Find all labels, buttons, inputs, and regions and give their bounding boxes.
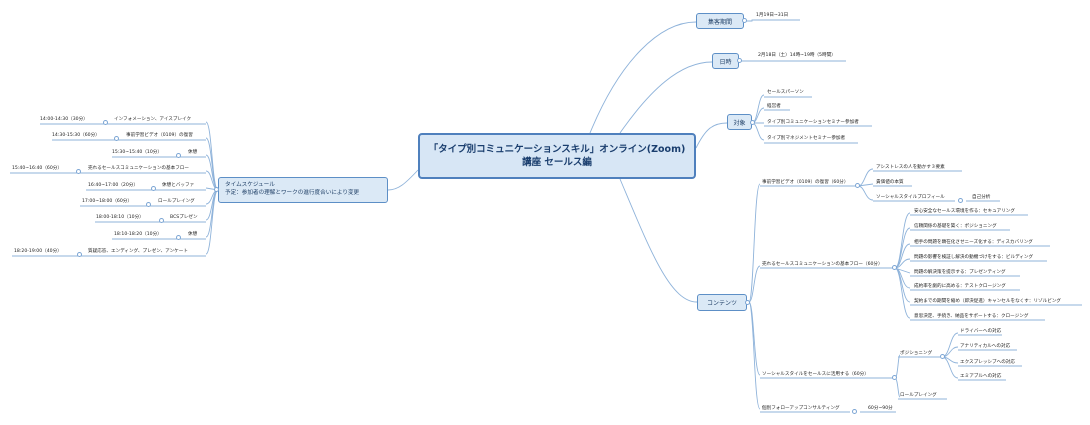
link-period <box>589 21 697 134</box>
link-target-items <box>751 94 765 141</box>
branch-target-label: 対象 <box>733 119 746 127</box>
branch-contents-label: コンテンツ <box>706 300 737 307</box>
link-contents <box>619 178 698 303</box>
link-target <box>695 122 728 149</box>
schedule-time: 14:30-15:30（60分） <box>52 133 100 138</box>
schedule-item: 休憩とバッファ <box>162 183 195 188</box>
collapse-dot[interactable] <box>750 120 755 125</box>
schedule-item: インフォメーション、アイスブレイク <box>114 117 192 122</box>
collapse-dot[interactable] <box>737 58 742 63</box>
c3-positioning: ポジショニング <box>900 351 933 356</box>
collapse-dot[interactable] <box>855 183 860 188</box>
target-item: タイプ別コミュニケーションセミナー参加者 <box>767 120 859 125</box>
c2-item: 意思決定、手続き、納品をサポートする：クロージング <box>914 314 1029 319</box>
collapse-dot[interactable] <box>892 265 897 270</box>
link-period-value <box>744 19 800 22</box>
collapse-dot[interactable] <box>103 120 108 125</box>
branch-date-label: 日時 <box>719 58 732 66</box>
collapse-dot[interactable] <box>214 187 219 192</box>
collapse-dot[interactable] <box>892 375 897 380</box>
schedule-item: 休憩 <box>188 232 198 237</box>
c2-item: 安心安全なセールス環境を作る：セキュアリング <box>914 209 1015 214</box>
date-value: 2月18日（土）14時~19時（5時間） <box>758 53 836 58</box>
collapse-dot[interactable] <box>114 136 119 141</box>
schedule-time: 18:00-18:10（10分） <box>96 215 144 220</box>
schedule-item: 事前学習ビデオ（0109）の復習 <box>126 133 193 138</box>
target-item: タイプ別マネジメントセミナー参加者 <box>767 136 846 141</box>
schedule-note: 予定：参加者の理解とワークの進行度合いにより変更 <box>225 190 360 196</box>
collapse-dot[interactable] <box>146 202 151 207</box>
collapse-dot[interactable] <box>958 198 963 203</box>
collapse-dot[interactable] <box>940 354 945 359</box>
schedule-item: 休憩 <box>188 150 198 155</box>
schedule-time: 18:20-19:00（40分） <box>14 249 62 254</box>
c2-item: 信頼関係の基礎を築く：ポジショニング <box>914 224 997 229</box>
c1-item: 貴価値の本質 <box>876 180 904 185</box>
schedule-time: 16:40~17:00（20分） <box>88 183 138 188</box>
collapse-dot[interactable] <box>852 409 857 414</box>
schedule-time: 14:00-14:30（30分） <box>40 117 88 122</box>
root-title-line1: 「タイプ別コミュニケーションスキル」オンライン(Zoom) <box>428 144 686 155</box>
collapse-dot[interactable] <box>159 218 164 223</box>
collapse-dot[interactable] <box>77 252 82 257</box>
c2-item: 相手の問題を顕在化させニーズ化する：ディスカバリング <box>914 240 1033 245</box>
contents-c2-label: 売れるセールスコミュニケーションの基本フロー（60分） <box>762 262 883 267</box>
period-value: 1月19日~31日 <box>756 13 789 18</box>
contents-c3-label: ソーシャルスタイルをセールスに活用する（60分） <box>762 372 869 377</box>
c2-item: 契約までの期間を縮め（即決促進）キャンセルをなくす：リゾルビング <box>914 299 1062 304</box>
collapse-dot[interactable] <box>745 300 750 305</box>
c3-pos-item: エミアブルへの対応 <box>960 374 1002 379</box>
c1-item: ソーシャルスタイルプロフィール <box>876 195 945 200</box>
schedule-item: ロールプレイング <box>158 199 195 204</box>
link-schedule <box>387 169 419 191</box>
schedule-item: BCSプレゼン <box>170 215 198 220</box>
c1-sub: 自己分析 <box>972 195 991 200</box>
schedule-time: 15:40~16:40（60分） <box>12 166 62 171</box>
collapse-dot[interactable] <box>76 169 81 174</box>
branch-target[interactable]: 対象 <box>727 114 752 130</box>
schedule-time: 18:10-18:20（10分） <box>114 232 162 237</box>
schedule-item: 質疑応答、エンディング、プレゼン、アンケート <box>88 249 188 254</box>
root-topic[interactable]: 「タイプ別コミュニケーションスキル」オンライン(Zoom) 講座 セールス編 <box>418 133 696 179</box>
collapse-dot[interactable] <box>176 235 181 240</box>
schedule-time: 15:30~15:40（10分） <box>112 150 162 155</box>
collapse-dot[interactable] <box>151 186 156 191</box>
root-title-line2: 講座 セールス編 <box>522 157 592 168</box>
branch-schedule[interactable]: タイムスケジュール 予定：参加者の理解とワークの進行度合いにより変更 <box>218 177 388 203</box>
branch-date[interactable]: 日時 <box>712 53 739 69</box>
target-item: セールスパーソン <box>767 90 804 95</box>
contents-c1-label: 事前学習ビデオ（0109）の復習（60分） <box>762 180 849 185</box>
schedule-item: 売れるセールスコミュニケーションの基本フロー <box>88 166 189 171</box>
branch-period[interactable]: 集客期間 <box>696 13 744 29</box>
c3-pos-item: ドライバーへの対応 <box>960 329 1002 334</box>
target-item: 経営者 <box>767 104 781 109</box>
c3-pos-item: エクスプレッシブへの対応 <box>960 360 1015 365</box>
c2-item: 問題の影響を検証し解決の動機づけをする：ビルディング <box>914 255 1034 260</box>
collapse-dot[interactable] <box>176 153 181 158</box>
collapse-dot[interactable] <box>742 18 747 23</box>
schedule-title: タイムスケジュール <box>225 182 275 188</box>
c3-roleplay: ロールプレイング <box>900 393 937 398</box>
contents-c4-label: 個別フォローアップコンサルティング <box>762 406 840 411</box>
schedule-time: 17:00~18:00（60分） <box>82 199 132 204</box>
c2-item: 成約率を劇的に高める：テストクロージング <box>914 284 1006 289</box>
c2-item: 問題の解決策を提示する：プレゼンティング <box>914 270 1006 275</box>
c1-item: アシストレスの人を動かす３要素 <box>876 165 945 170</box>
c4-value: 60分~90分 <box>868 406 893 411</box>
branch-period-label: 集客期間 <box>707 18 732 26</box>
link-date <box>619 61 713 134</box>
branch-contents[interactable]: コンテンツ <box>697 294 747 311</box>
c3-pos-item: アナリティカルへの対応 <box>960 344 1011 349</box>
